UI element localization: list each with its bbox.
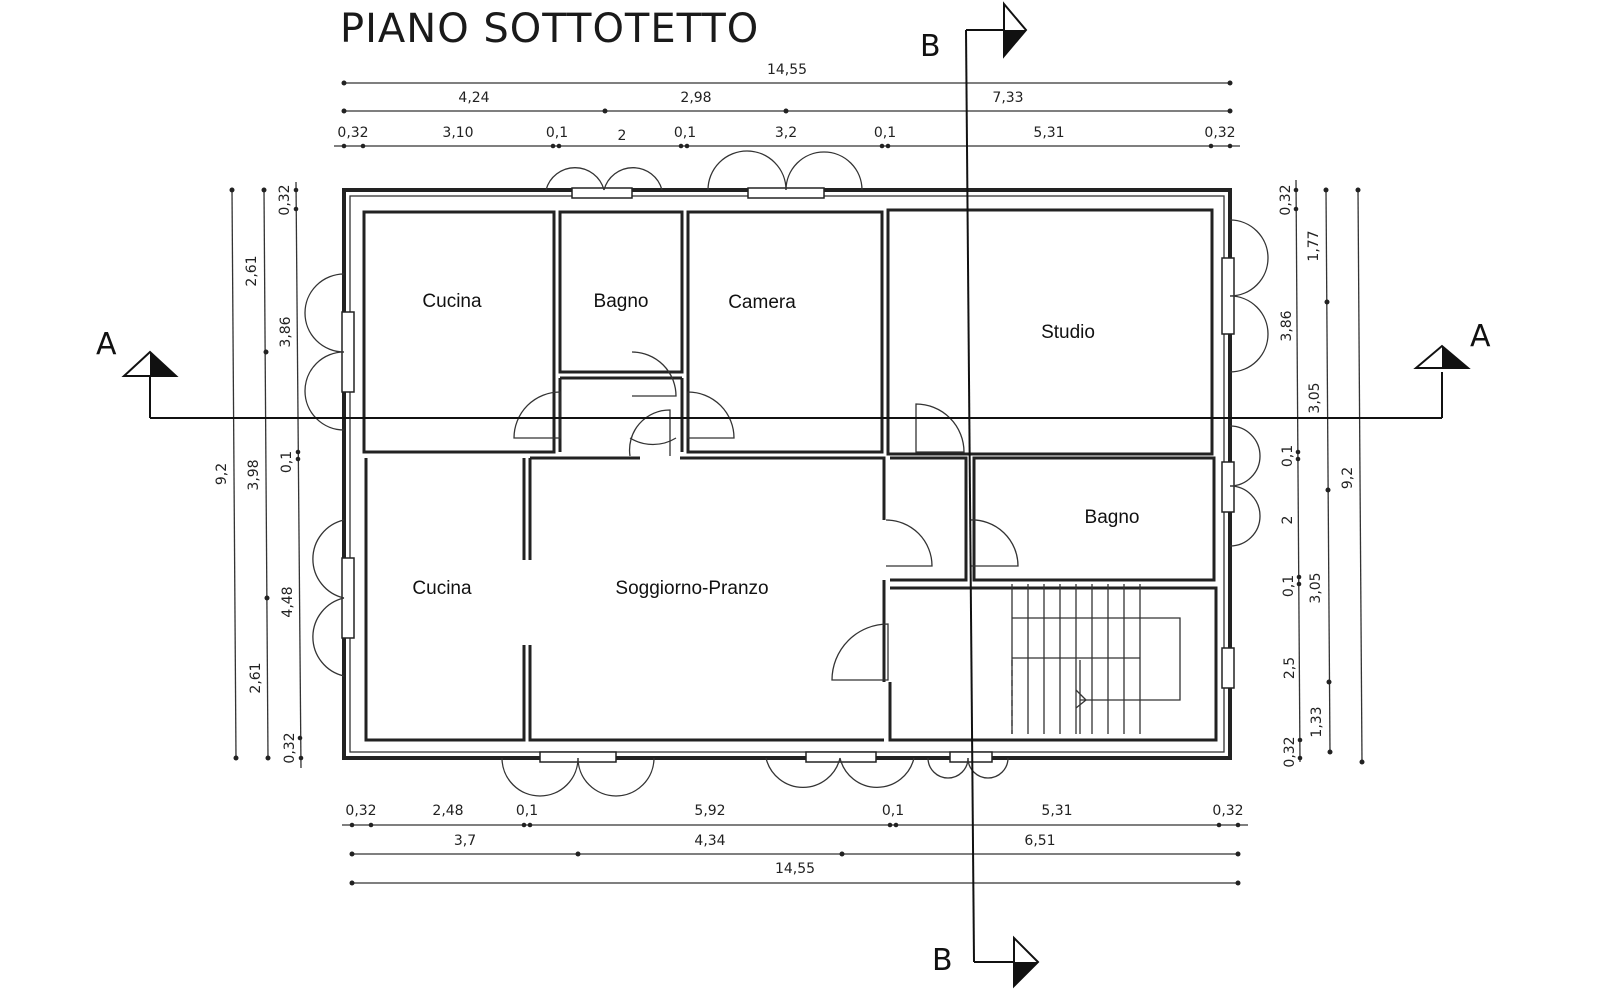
- dim-right-r2-2: 3,05: [1308, 572, 1324, 603]
- wall-stair-hall: [888, 456, 1218, 742]
- dim-bottom-r1-1: 2,48: [432, 803, 463, 819]
- dim-bottom-r1-4: 0,1: [882, 803, 904, 819]
- dim-left-r3-3: 4,48: [280, 586, 296, 617]
- dimensions-right: 0,32 3,86 0,1 2 0,1 2,5 0,32 1,77 3,05 3…: [1278, 179, 1365, 768]
- dim-left-r2-0: 2,61: [244, 255, 260, 286]
- room-label-cucina-bottom: Cucina: [412, 578, 472, 599]
- dim-right-r1-1: 3,86: [1279, 310, 1295, 341]
- dim-right-total: 9,2: [1340, 467, 1356, 489]
- dim-top-r3-5: 3,2: [775, 125, 797, 141]
- dim-right-r2-3: 1,33: [1309, 706, 1325, 737]
- dim-top-r3-2: 0,1: [546, 125, 568, 141]
- section-cut-a: A A: [96, 319, 1491, 419]
- dim-top-total: 14,55: [767, 62, 807, 78]
- window-right-2: [1221, 461, 1235, 513]
- wall-cucina-top: [362, 210, 556, 454]
- dim-top-r2-0: 4,24: [458, 90, 489, 106]
- section-cut-b: B B: [920, 1, 1040, 989]
- window-top-1: [571, 187, 633, 199]
- section-b-top-label: B: [920, 29, 941, 64]
- dim-bottom-r2-0: 3,7: [454, 833, 476, 849]
- room-label-bagno-top: Bagno: [594, 291, 649, 312]
- walls: [342, 188, 1232, 760]
- window-swings: [304, 150, 1269, 797]
- windows: [341, 187, 1235, 763]
- room-label-camera: Camera: [728, 292, 796, 313]
- dimensions-left: 9,2 2,61 3,98 2,61 0,32 3,86 0,1 4,48 0,…: [214, 181, 304, 769]
- dim-top-r3-7: 5,31: [1033, 125, 1064, 141]
- plan-title: PIANO SOTTOTETTO: [340, 6, 759, 52]
- dim-bottom-r1-0: 0,32: [345, 803, 376, 819]
- dim-left-r2-1: 3,98: [246, 459, 262, 490]
- dim-left-r3-1: 3,86: [278, 316, 294, 347]
- room-label-studio: Studio: [1041, 322, 1095, 343]
- dim-right-r1-4: 0,1: [1281, 575, 1297, 597]
- dim-right-r1-0: 0,32: [1278, 184, 1294, 215]
- dim-right-r1-2: 0,1: [1280, 445, 1296, 467]
- wall-camera: [686, 210, 884, 454]
- dim-top-r3-3: 2: [618, 128, 627, 144]
- dim-top-r3-8: 0,32: [1204, 125, 1235, 141]
- dim-left-r3-2: 0,1: [279, 451, 295, 473]
- dim-bottom-total: 14,55: [775, 861, 815, 877]
- dim-left-total: 9,2: [214, 463, 230, 485]
- wall-bagno-right: [972, 456, 1216, 582]
- dim-right-r1-5: 2,5: [1282, 657, 1298, 679]
- door-swings: [513, 351, 1019, 681]
- dim-top-r3-0: 0,32: [337, 125, 368, 141]
- room-label-bagno-right: Bagno: [1085, 507, 1140, 528]
- dimensions-bottom: 0,32 2,48 0,1 5,92 0,1 5,31 0,32 3,7 4,3…: [342, 803, 1248, 886]
- dim-top-r3-6: 0,1: [874, 125, 896, 141]
- dim-bottom-r1-6: 0,32: [1212, 803, 1243, 819]
- dim-bottom-r1-5: 5,31: [1041, 803, 1072, 819]
- room-label-soggiorno-pranzo: Soggiorno-Pranzo: [615, 578, 768, 599]
- outer-wall-outer: [342, 188, 1232, 760]
- dim-right-r1-6: 0,32: [1282, 736, 1298, 767]
- dim-right-r2-0: 1,77: [1306, 230, 1322, 261]
- window-bottom-3: [949, 751, 993, 763]
- section-b-bottom-label: B: [932, 943, 953, 978]
- dim-top-r2-1: 2,98: [680, 90, 711, 106]
- dim-left-r3-4: 0,32: [282, 732, 298, 763]
- dim-left-r3-0: 0,32: [277, 184, 293, 215]
- wall-studio: [886, 208, 1214, 456]
- dim-bottom-r2-2: 6,51: [1024, 833, 1055, 849]
- section-a-left-label: A: [96, 327, 117, 362]
- dim-top-r3-4: 0,1: [674, 125, 696, 141]
- dim-bottom-r1-2: 0,1: [516, 803, 538, 819]
- room-labels: Cucina Bagno Camera Studio Cucina Soggio…: [412, 291, 1139, 599]
- dimensions-top: 14,55 4,24 2,98 7,33 0,32 3,10 0,1 2 0,1…: [334, 62, 1240, 149]
- dim-top-r3-1: 3,10: [442, 125, 473, 141]
- wall-cucina-bottom: [364, 458, 526, 742]
- dim-right-r2-1: 3,05: [1307, 382, 1323, 413]
- dim-bottom-r1-3: 5,92: [694, 803, 725, 819]
- staircase: [1011, 584, 1181, 734]
- window-right-3: [1221, 647, 1235, 689]
- dim-top-r2-2: 7,33: [992, 90, 1023, 106]
- wall-bagno-top: [558, 210, 684, 374]
- dim-left-r2-2: 2,61: [248, 662, 264, 693]
- dim-bottom-r2-1: 4,34: [694, 833, 725, 849]
- dim-right-r1-3: 2: [1280, 516, 1296, 525]
- section-a-right-label: A: [1470, 319, 1491, 354]
- room-label-cucina-top: Cucina: [422, 291, 482, 312]
